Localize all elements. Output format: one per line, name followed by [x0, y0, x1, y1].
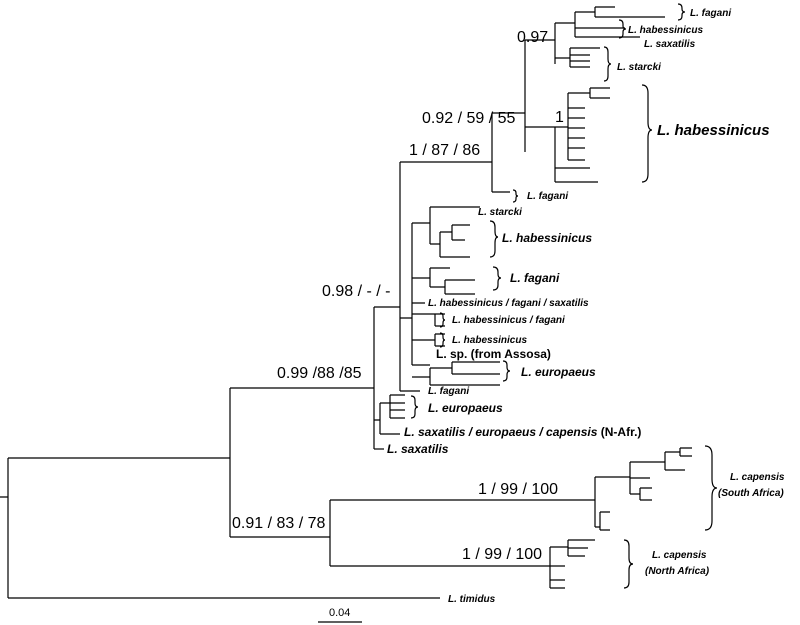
branch-capensis-south — [330, 447, 692, 531]
taxon-label: L. habessinicus — [502, 231, 592, 245]
branch-fagani-group — [412, 267, 475, 295]
tips-europaeus — [390, 394, 405, 419]
taxon-label: L. habessinicus — [628, 25, 703, 36]
taxon-label: L. sp. (from Assosa) — [436, 347, 551, 361]
branch-eur-large — [412, 361, 500, 386]
bracket-fagani-mid2 — [492, 266, 502, 291]
taxon-label: L. saxatilis — [644, 39, 696, 50]
taxon-label: L. europaeus — [428, 401, 503, 415]
branch-098-clade — [374, 162, 401, 391]
support-092: 0.92 / 59 / 55 — [422, 110, 516, 127]
bracket-capensis-south — [704, 445, 718, 531]
scale-bar: 0.04 — [318, 607, 362, 623]
bracket-starcki — [603, 46, 612, 82]
branch-capensis-north — [330, 539, 595, 589]
taxon-label: (South Africa) — [718, 488, 784, 499]
taxon-label: L. timidus — [448, 594, 496, 605]
taxon-label: L. europaeus — [521, 365, 596, 379]
taxon-label: L. starcki — [617, 62, 661, 73]
root-stem — [0, 458, 9, 598]
bracket-hab-large — [641, 84, 653, 183]
support-099: 0.99 /88 /85 — [277, 365, 362, 382]
branch-097-clade — [525, 23, 556, 64]
branch-europaeus-clade — [374, 403, 381, 434]
taxon-label: (North Africa) — [645, 566, 710, 577]
taxon-label: L. capensis — [652, 550, 707, 561]
support-1-87-86: 1 / 87 / 86 — [409, 142, 480, 159]
branch-main-clade — [230, 307, 375, 449]
taxon-label: L. fagani — [428, 386, 469, 397]
taxon-label: L. starcki — [478, 207, 522, 218]
taxon-labels: L. fagani L. habessinicus L. saxatilis L… — [387, 8, 785, 605]
tips-fagani — [575, 6, 665, 18]
branch-ingroup — [8, 388, 231, 537]
taxon-label: L. habessinicus / fagani — [452, 315, 565, 326]
tips-mixed — [412, 302, 445, 347]
support-091: 0.91 / 83 / 78 — [232, 515, 326, 532]
taxon-label: L. fagani — [527, 191, 568, 202]
support-capensis-north: 1 / 99 / 100 — [462, 546, 542, 563]
bracket-hab-small — [618, 19, 627, 39]
bracket-hab-fag — [439, 312, 446, 328]
tips-hab-big — [555, 87, 610, 183]
branch-starcki-hab — [412, 206, 480, 258]
branch-middle-group — [400, 223, 413, 365]
bracket-europaeus-large — [502, 360, 511, 382]
support-097: 0.97 — [517, 29, 548, 46]
taxon-label: L. saxatilis / europaeus / capensis (N-A… — [404, 425, 641, 439]
bracket-capensis-north — [623, 539, 634, 589]
tips-starcki — [570, 47, 600, 68]
branch-187-clade — [400, 113, 493, 192]
scale-bar-label: 0.04 — [329, 607, 350, 619]
support-098: 0.98 / - / - — [322, 283, 390, 300]
support-labels: 0.97 0.92 / 59 / 55 1 1 / 87 / 86 0.98 /… — [232, 29, 564, 563]
clade-brackets — [410, 3, 718, 589]
taxon-label: L. habessinicus — [657, 122, 770, 139]
branch-upper-sub — [555, 12, 576, 37]
branch-capensis-clade — [230, 500, 331, 566]
taxon-label: L. capensis — [730, 472, 785, 483]
branch-092-clade — [492, 40, 526, 152]
bracket-fagani-mid — [512, 189, 519, 203]
taxon-label: L. habessinicus — [452, 335, 527, 346]
bracket-hab-mid — [489, 220, 499, 258]
taxon-label: L. fagani — [690, 8, 731, 19]
tips-hab-sax — [575, 27, 640, 38]
bracket-europaeus-small — [410, 395, 419, 419]
bracket-fagani-top — [677, 3, 686, 21]
branch-hab-clade — [525, 93, 569, 182]
tree-branches — [0, 6, 692, 599]
branch-starcki-sub — [555, 48, 571, 67]
branch-europaeus-sub — [380, 395, 391, 418]
support-1-hab: 1 — [555, 109, 564, 126]
taxon-label: L. saxatilis — [387, 442, 449, 456]
taxon-label: L. habessinicus / fagani / saxatilis — [428, 298, 589, 309]
taxon-label: L. fagani — [510, 271, 560, 285]
support-capensis-south: 1 / 99 / 100 — [478, 481, 558, 498]
bracket-hab-small2 — [439, 332, 446, 348]
